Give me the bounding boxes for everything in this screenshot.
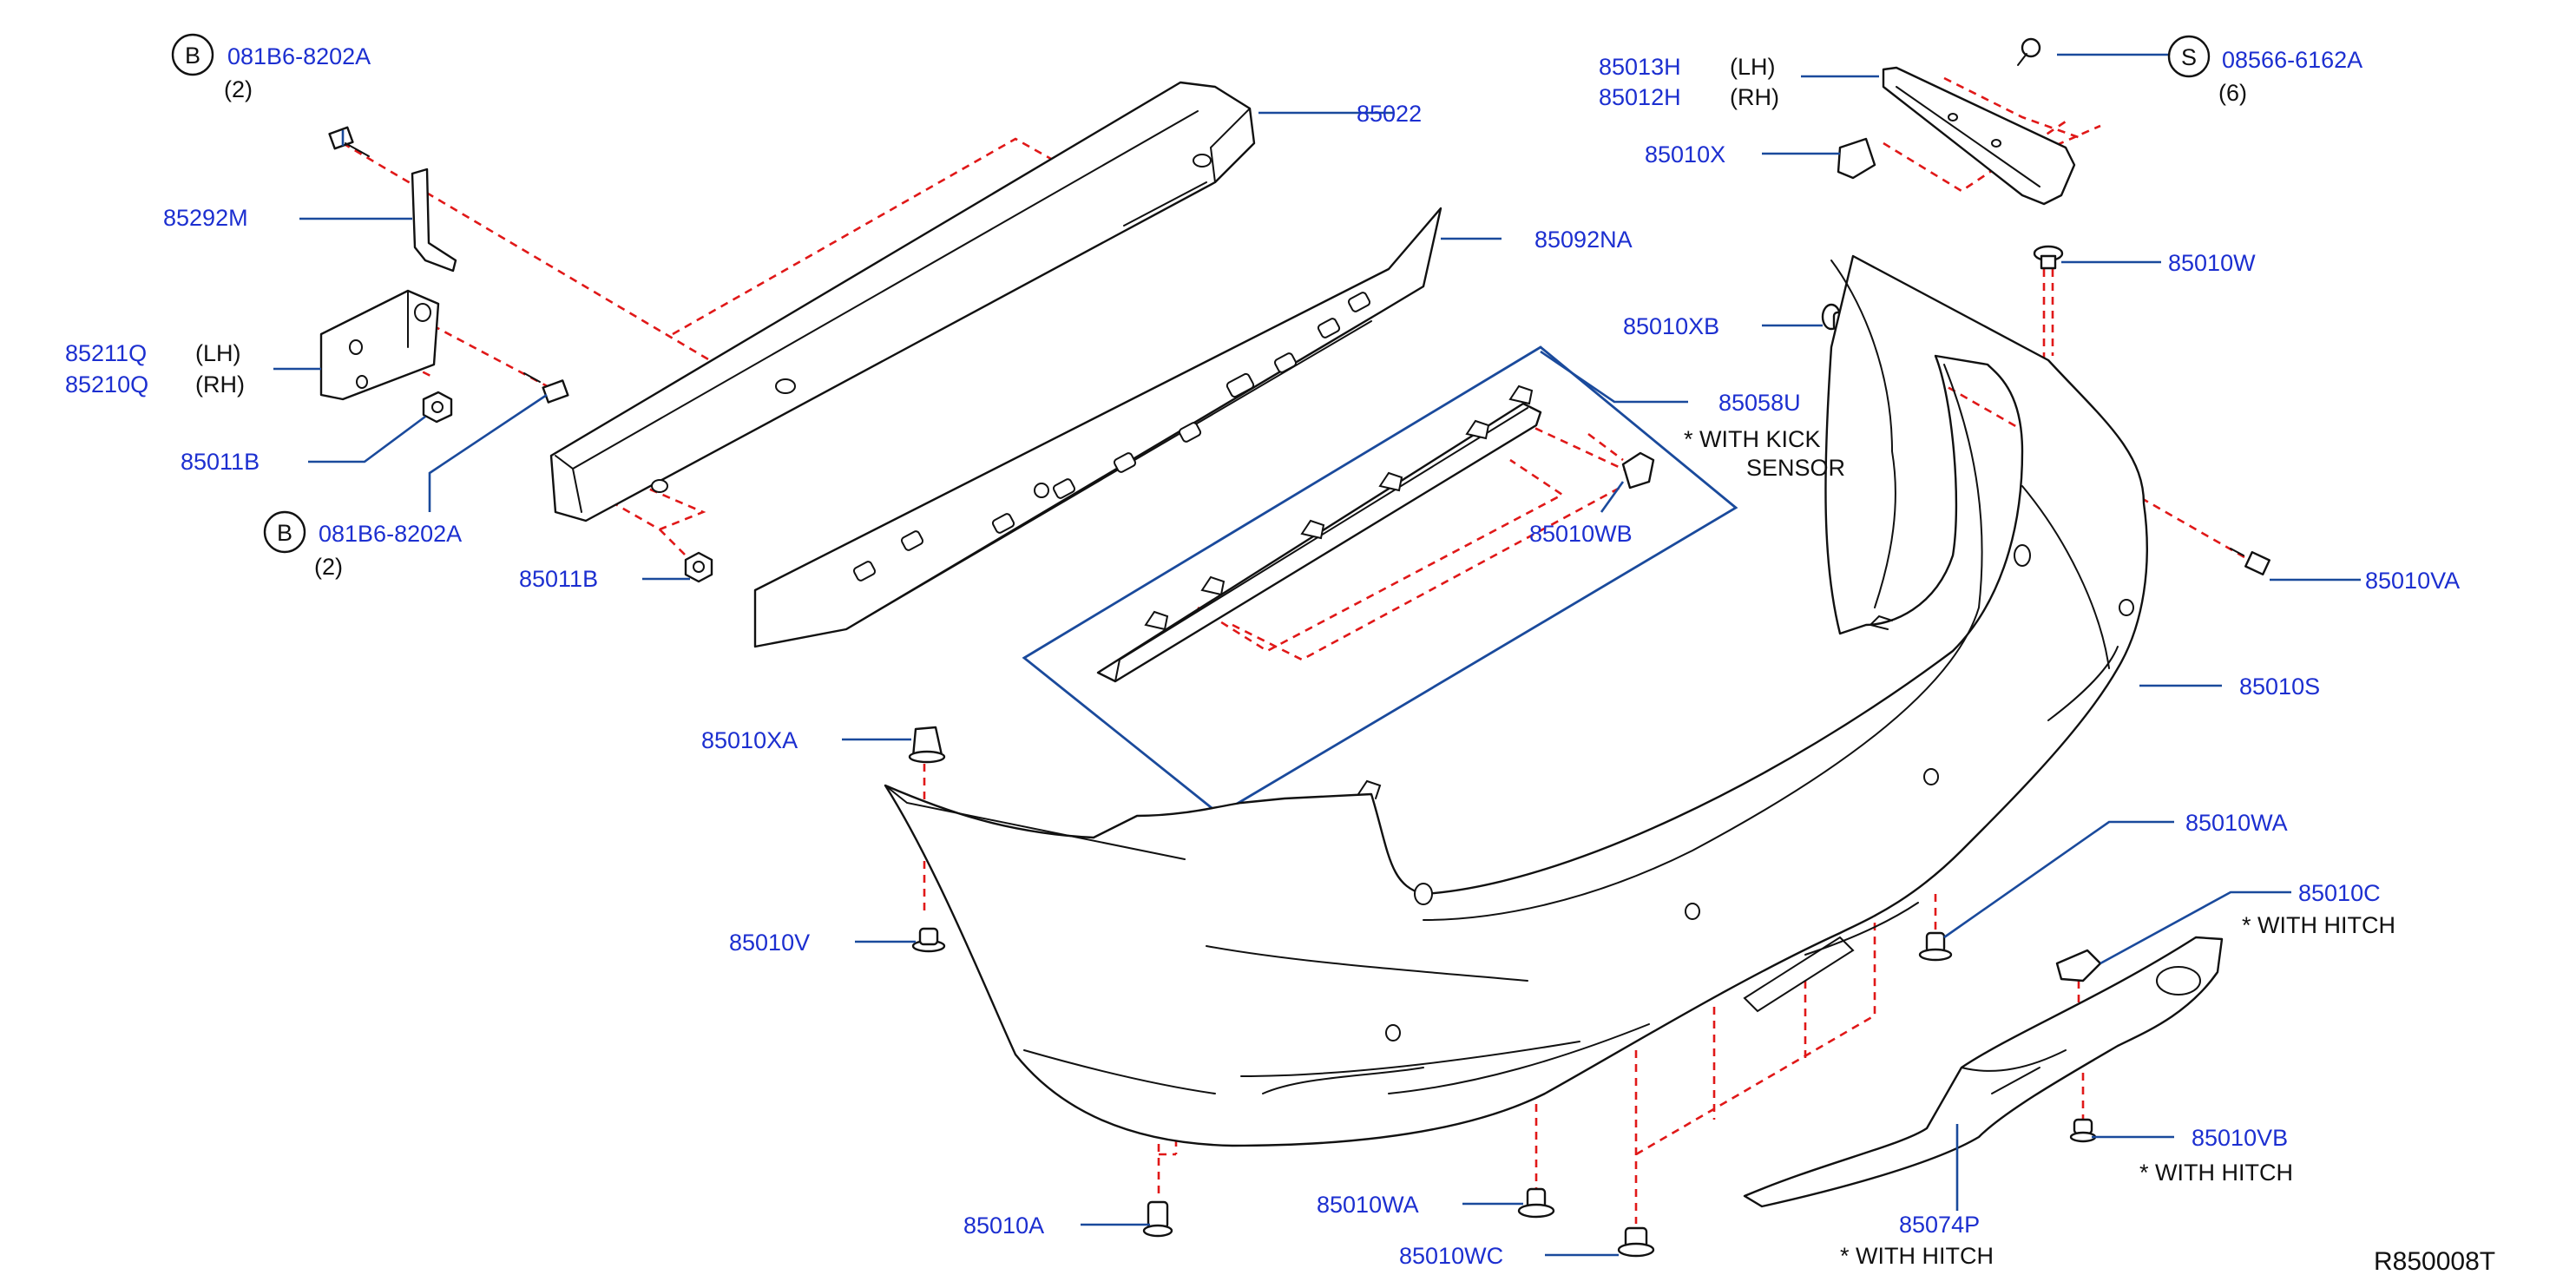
clip-85010c-icon [2055, 949, 2102, 982]
kick-sensor-group-box [1022, 345, 1738, 816]
callout-b-bottom-symbol: B [277, 520, 292, 546]
clip-85010xa-icon [908, 726, 946, 764]
bolt-85010va-icon [2230, 548, 2270, 576]
nut-85011b-left-icon [422, 391, 453, 424]
clip-85010a-icon [1142, 1200, 1173, 1238]
label-85010wb[interactable]: 85010WB [1529, 521, 1633, 547]
label-85210q-side: (RH) [195, 371, 245, 398]
note-kick-sensor-line2: SENSOR [1746, 455, 1845, 481]
nut-85011b-center-icon [684, 551, 713, 583]
label-85058u[interactable]: 85058U [1718, 390, 1801, 416]
clip-85010wa-bottom-icon [1517, 1187, 1555, 1219]
callout-b-top: B 081B6-8202A (2) [171, 33, 371, 102]
callout-s-bolt-symbol: S [2181, 44, 2197, 70]
callout-b-bottom-qty: (2) [314, 554, 343, 580]
absorber-85092na-icon [753, 207, 1442, 648]
label-85010wa-right[interactable]: 85010WA [2185, 810, 2288, 836]
callout-b-top-part[interactable]: 081B6-8202A [227, 43, 371, 69]
kick-sensor-85058u-icon [1096, 384, 1542, 683]
bumper-fascia-85010s-icon [884, 254, 2148, 1147]
label-85210q[interactable]: 85210Q [65, 371, 148, 398]
label-85010c[interactable]: 85010C [2298, 880, 2381, 906]
callout-b-top-symbol: B [185, 43, 200, 69]
label-85010x[interactable]: 85010X [1645, 141, 1725, 168]
label-85010wa-bottom[interactable]: 85010WA [1317, 1192, 1419, 1218]
callout-b-bottom-part[interactable]: 081B6-8202A [319, 521, 462, 547]
label-85013h-side: (LH) [1730, 54, 1776, 80]
label-85092na[interactable]: 85092NA [1534, 227, 1633, 253]
label-85074p[interactable]: 85074P [1899, 1212, 1980, 1238]
label-85011b-left[interactable]: 85011B [181, 449, 260, 475]
label-85211q-side: (LH) [195, 340, 241, 366]
clip-85010w-icon [2033, 245, 2064, 270]
clip-85010wc-icon [1617, 1226, 1655, 1258]
callout-b-top-qty: (2) [224, 76, 253, 102]
callout-b-bottom: B 081B6-8202A (2) [263, 510, 462, 580]
label-85010s[interactable]: 85010S [2239, 674, 2320, 700]
label-85010wc[interactable]: 85010WC [1399, 1243, 1503, 1269]
label-85012h-side: (RH) [1730, 84, 1779, 110]
label-85022[interactable]: 85022 [1357, 101, 1422, 127]
note-hitch-85010c: * WITH HITCH [2242, 912, 2395, 938]
label-85011b-center[interactable]: 85011B [519, 566, 598, 592]
part-labels: 85292M 85211Q (LH) 85210Q (RH) 85011B 85… [65, 54, 2495, 1276]
bolt-081b6-bottom-icon [523, 372, 569, 404]
diagram-id: R850008T [2374, 1247, 2495, 1276]
clip-85010wa-right-icon [1918, 931, 1953, 962]
bracket-85211q-icon [319, 289, 440, 401]
label-85010vb[interactable]: 85010VB [2192, 1125, 2288, 1151]
note-hitch-85010vb: * WITH HITCH [2139, 1160, 2293, 1186]
label-85010w[interactable]: 85010W [2168, 250, 2256, 276]
clip-85010x-icon [1837, 137, 1876, 180]
label-85211q[interactable]: 85211Q [65, 340, 147, 366]
callout-s-bolt: S 08566-6162A (6) [2167, 35, 2362, 106]
note-kick-sensor-line1: * WITH KICK [1684, 426, 1821, 452]
reinforcement-85022-icon [549, 81, 1256, 522]
label-85013h[interactable]: 85013H [1599, 54, 1681, 80]
note-hitch-85074p: * WITH HITCH [1840, 1243, 1994, 1269]
clip-85010v-icon [911, 927, 946, 953]
callout-s-bolt-qty: (6) [2218, 80, 2247, 106]
label-85010v[interactable]: 85010V [729, 930, 810, 956]
bolt-081b6-top-icon [328, 126, 370, 157]
leader-lines [273, 53, 2361, 1257]
screw-08566-icon [2017, 37, 2041, 66]
label-85010va[interactable]: 85010VA [2365, 568, 2460, 594]
clip-85010wb-icon [1621, 451, 1655, 490]
label-85010xa[interactable]: 85010XA [701, 727, 798, 753]
bracket-85013h-icon [1882, 66, 2076, 206]
left-bracket-group [319, 126, 569, 424]
callout-s-bolt-part[interactable]: 08566-6162A [2222, 47, 2362, 73]
label-85010a[interactable]: 85010A [963, 1212, 1044, 1239]
clip-85010vb-icon [2069, 1118, 2097, 1143]
label-85012h[interactable]: 85012H [1599, 84, 1681, 110]
label-85292m[interactable]: 85292M [163, 205, 248, 231]
bracket-85292m-icon [411, 168, 457, 273]
hitch-cover-85074p-icon [1743, 936, 2224, 1208]
label-85010xb[interactable]: 85010XB [1623, 313, 1719, 339]
